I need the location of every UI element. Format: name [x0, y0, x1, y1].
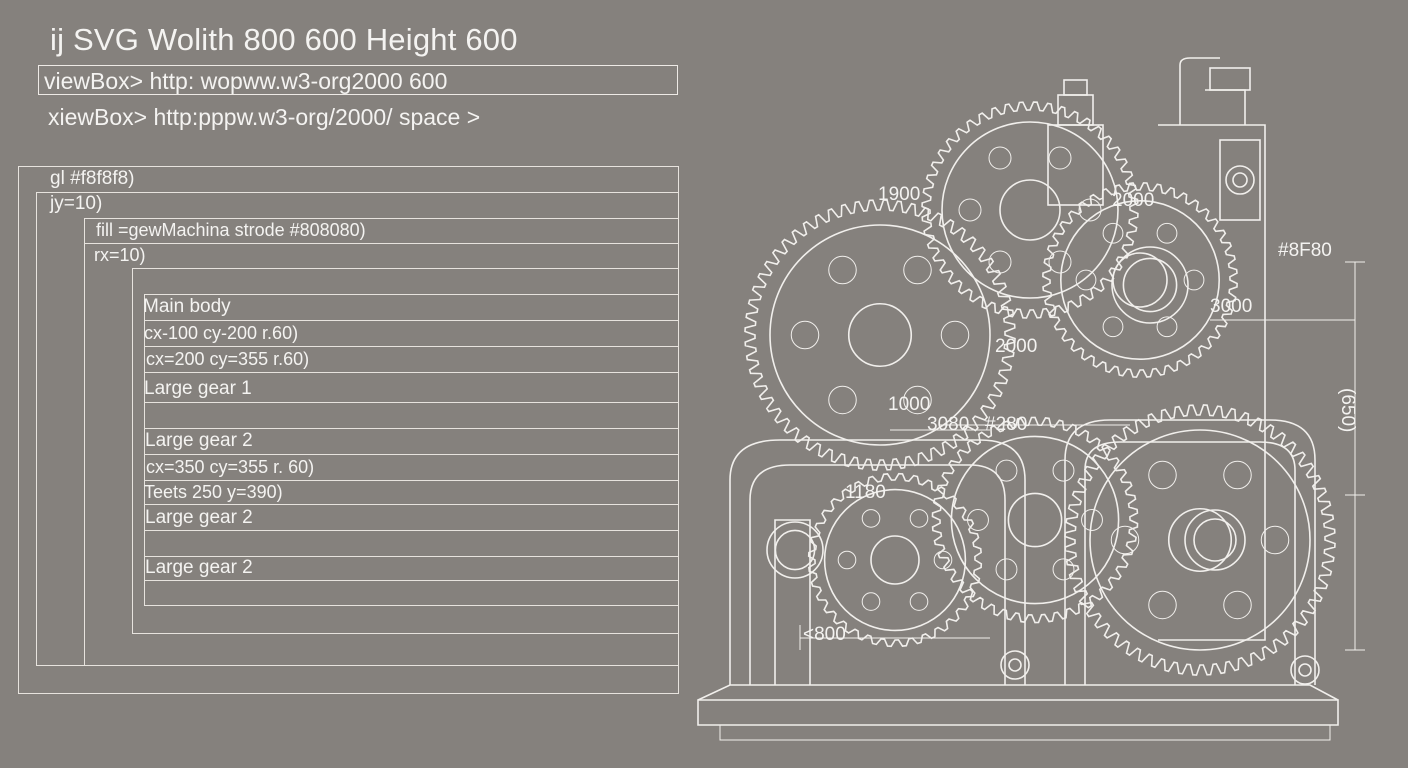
label-mid-gear: 2000 [995, 336, 1037, 357]
gear-machine-drawing: .ln { fill: none; stroke: #f1efec; strok… [697, 57, 1365, 741]
dimension-lines [799, 261, 1365, 651]
row-divider [144, 530, 679, 531]
row-divider [144, 454, 679, 455]
row-divider [144, 504, 679, 505]
code-row: Large gear 1 [144, 378, 252, 399]
code-row: gl #f8f8f8) [50, 168, 135, 189]
gear-large-right [1064, 404, 1336, 676]
code-row: Large gear 2 [145, 557, 253, 578]
row-divider [144, 346, 679, 347]
shaft-boss [1193, 518, 1237, 562]
right-support [1000, 419, 1320, 685]
code-row: rx=10) [94, 245, 146, 265]
label-lower-c: #280 [985, 414, 1027, 435]
shaft-boss [766, 521, 824, 579]
label-lower-a: 1000 [888, 394, 930, 415]
row-divider [144, 556, 679, 557]
label-top-gear: 1900 [878, 184, 920, 205]
code-row: cx-100 cy-200 r.60) [144, 323, 299, 343]
row-divider [144, 428, 679, 429]
right-tower [1047, 57, 1266, 641]
label-lower-b: 3080 [927, 414, 969, 435]
code-row: fill =gewMachina strode #808080) [96, 220, 366, 240]
code-row: Teets 250 y=390) [144, 482, 283, 502]
shaft-boss [774, 529, 816, 571]
left-support [729, 439, 1026, 685]
label-left-gear: 1180 [845, 482, 886, 503]
gear-right-upper [1042, 182, 1238, 378]
row-divider [144, 580, 679, 581]
code-row: Large gear 2 [145, 507, 253, 528]
label-vertical-dim: (650) [1337, 388, 1358, 432]
row-divider [84, 243, 679, 244]
viewbox-box [38, 65, 678, 95]
gear-middle-lower [931, 416, 1139, 624]
gear-frame [144, 294, 679, 606]
page-title: ij SVG Wolith 800 600 Height 600 [50, 22, 518, 57]
shaft-boss [1111, 246, 1189, 324]
gear-large-left [744, 199, 1016, 471]
row-divider [144, 320, 679, 321]
code-row: Main body [143, 296, 231, 317]
label-base-dim: <800 [803, 624, 846, 645]
row-divider [144, 480, 679, 481]
base-plate [697, 684, 1339, 741]
label-side-color: #8F80 [1278, 240, 1332, 261]
code-row: Large gear 2 [145, 430, 253, 451]
viewbox-line-2: xiewBox> http:pppw.w3-org/2000/ space > [48, 104, 481, 130]
label-right-top: 2000 [1112, 190, 1154, 211]
gear-top [921, 101, 1139, 319]
viewbox-line-1: viewBox> http: wopww.w3-org2000 600 [44, 68, 448, 94]
row-divider [144, 372, 679, 373]
row-divider [144, 402, 679, 403]
gear-group [744, 101, 1336, 676]
code-row: jy=10) [50, 193, 103, 214]
code-row: cx=200 cy=355 r.60) [146, 349, 310, 369]
code-row: cx=350 cy=355 r. 60) [146, 457, 315, 477]
gear-small-left [807, 472, 983, 648]
label-side-dim: 3000 [1210, 296, 1252, 317]
shaft-boss [1122, 257, 1178, 313]
shaft-boss [1184, 509, 1246, 571]
